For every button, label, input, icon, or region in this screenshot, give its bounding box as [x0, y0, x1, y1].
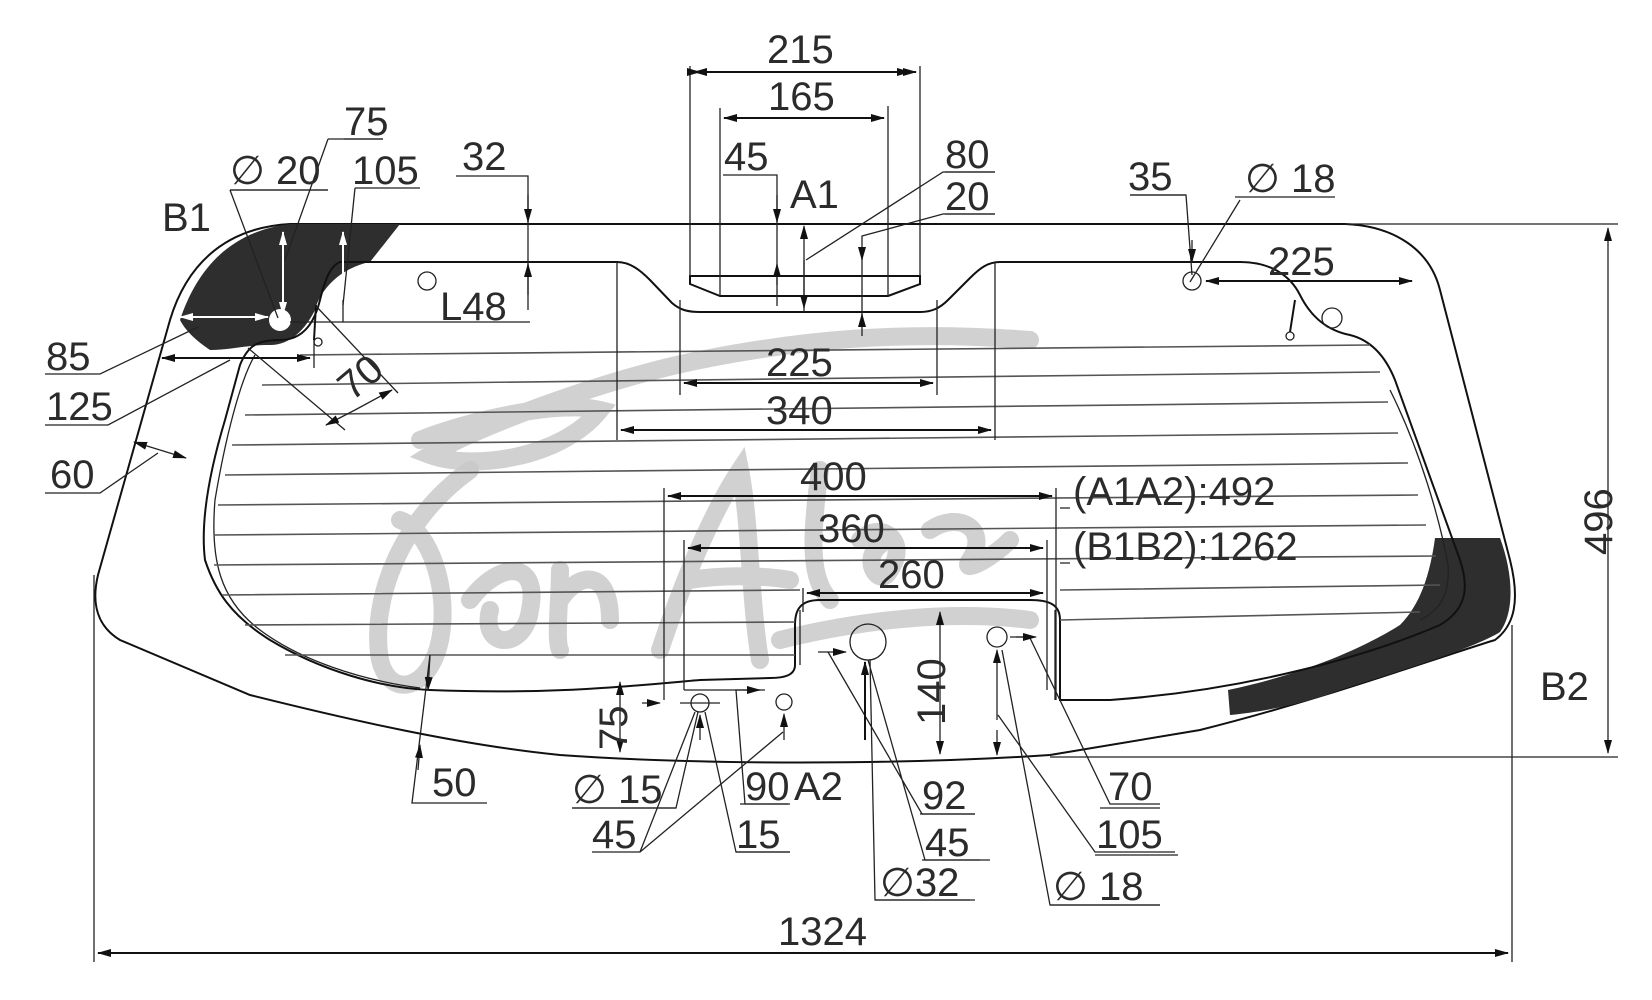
dim-105: 105: [352, 149, 419, 193]
label-b1: B1: [162, 196, 211, 240]
dim-400: 400: [800, 455, 867, 499]
dim-dia18-bottom: ∅ 18: [1053, 865, 1143, 909]
dim-dia18-top: ∅ 18: [1245, 157, 1335, 201]
dim-dia20: ∅ 20: [230, 149, 320, 193]
dim-360: 360: [818, 507, 885, 551]
dim-45-b: 45: [925, 821, 970, 865]
hole-a2: [775, 693, 793, 711]
hole-b1: [269, 309, 291, 331]
dim-1324: 1324: [778, 910, 867, 954]
dim-32: 32: [462, 135, 507, 179]
dim-45-top: 45: [724, 135, 769, 179]
label-a2: A2: [794, 765, 843, 809]
shaded-area-bottom-right: [1228, 538, 1511, 715]
label-a1: A1: [790, 173, 839, 217]
dim-20: 20: [945, 175, 990, 219]
dim-75: 75: [344, 100, 389, 144]
dim-340: 340: [766, 389, 833, 433]
dim-75-bottom: 75: [592, 706, 636, 751]
dim-90: 90: [745, 765, 790, 809]
label-b2: B2: [1540, 665, 1589, 709]
hole-right-corner: [1321, 307, 1343, 329]
inner-frame-secondary: [213, 354, 1449, 700]
dim-45-a: 45: [592, 813, 637, 857]
dim-dia32: ∅32: [880, 861, 959, 905]
shaded-area-top-left: [180, 224, 400, 350]
dim-165: 165: [768, 75, 835, 119]
dim-92: 92: [922, 774, 967, 818]
dim-225-right: 225: [1268, 240, 1335, 284]
label-underlines: [230, 138, 1186, 906]
dim-15: 15: [736, 813, 781, 857]
hole-left-top: [417, 271, 437, 291]
dim-225-center: 225: [766, 341, 833, 385]
inner-frame: [202, 261, 1466, 701]
dim-70-bottom: 70: [1108, 765, 1153, 809]
dim-215: 215: [767, 28, 834, 72]
dim-dia15: ∅ 15: [572, 768, 662, 812]
dim-l48: L48: [440, 285, 507, 329]
diag-a1a2: (A1A2):492: [1073, 470, 1275, 514]
dim-35: 35: [1128, 155, 1173, 199]
dim-60: 60: [50, 453, 95, 497]
connector-right: [1289, 299, 1296, 333]
dim-125: 125: [46, 385, 113, 429]
dim-496: 496: [1577, 488, 1621, 555]
dim-105-bottom: 105: [1096, 813, 1163, 857]
glass-outline: [94, 223, 1516, 764]
dim-50: 50: [432, 761, 477, 805]
dim-260: 260: [878, 553, 945, 597]
heating-grid: [213, 344, 1441, 656]
dim-70-diagonal: 70: [330, 347, 392, 409]
hole-dia18-bottom: [986, 626, 1008, 648]
top-notch-box: [689, 275, 921, 297]
dim-80: 80: [945, 133, 990, 177]
diag-b1b2: (B1B2):1262: [1073, 525, 1298, 569]
dim-140: 140: [910, 658, 954, 725]
dim-85: 85: [46, 335, 91, 379]
watermark: [369, 327, 1039, 694]
